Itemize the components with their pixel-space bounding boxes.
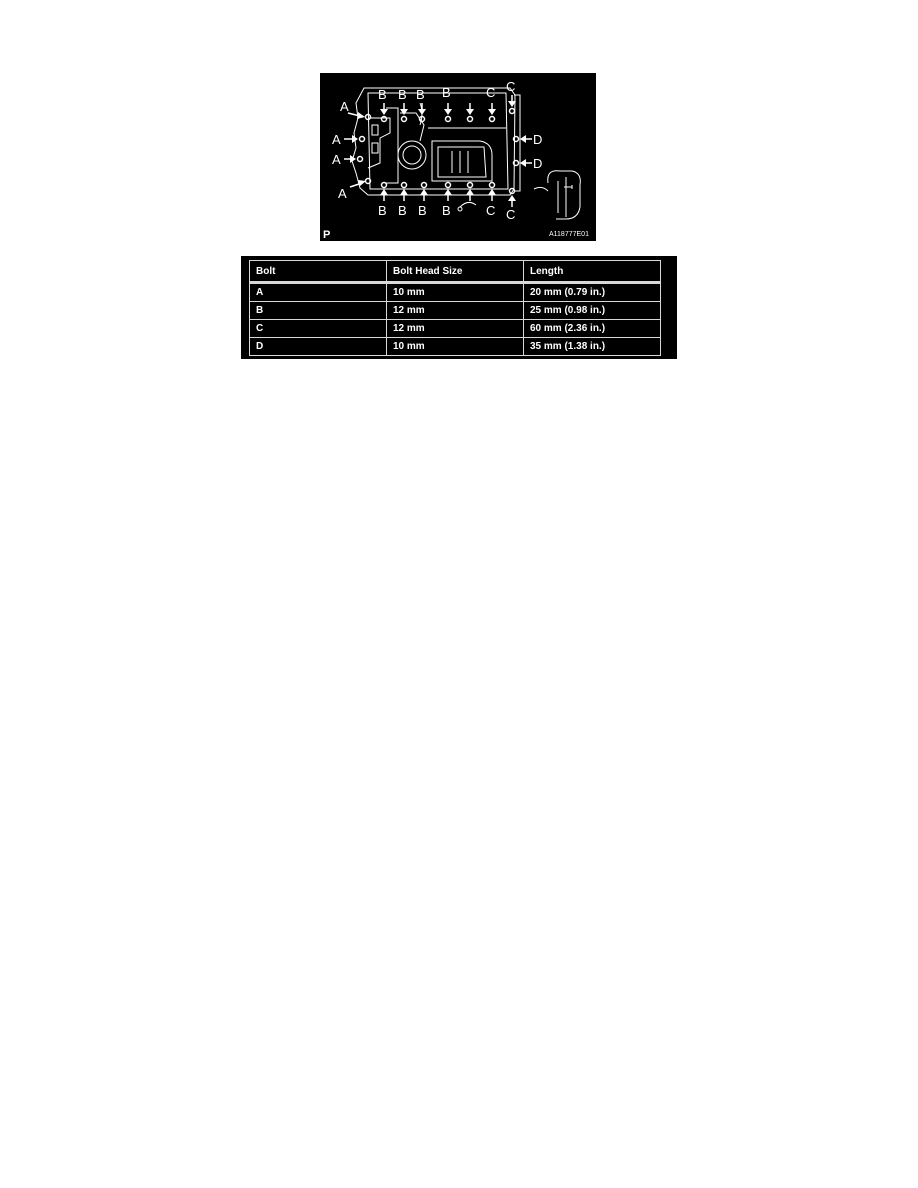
cell-bolt: A [249,281,387,302]
callout-label-a: A [332,152,341,167]
diagram-drawing: A A A A B B B B C C B B B B C C D D P A1… [323,79,589,241]
bolt-hole-b [400,115,408,123]
cell-length: 35 mm (1.38 in.) [523,337,661,356]
column-header-head-size: Bolt Head Size [386,260,524,283]
callout-label-b: B [398,87,407,102]
table-row: B 12 mm 25 mm (0.98 in.) [249,301,661,320]
drain-plug [457,206,463,212]
bolt-hole-b [444,181,452,189]
callout-label-c: C [486,203,495,218]
partition-wall [386,107,399,184]
callout-label-a: A [340,99,349,114]
oil-strainer-inner [437,146,487,178]
cell-head-size: 10 mm [386,281,524,302]
callout-label-c: C [486,85,495,100]
column-header-length: Length [523,260,661,283]
bolt-hole-b [380,115,388,123]
bolt-hole-c [508,187,516,195]
callout-label-a: A [332,132,341,147]
callout-label-b: B [418,203,427,218]
callout-label-c: C [506,207,515,222]
table-header-row: Bolt Bolt Head Size Length [249,260,661,283]
bolt-hole-c [488,115,496,123]
oil-pump-boss-inner [402,145,422,165]
bolt-hole-a [356,155,364,163]
pan-flange [514,94,521,192]
cell-bolt: D [249,337,387,356]
bolt-hole-b [444,115,452,123]
bolt-hole-a [364,177,372,185]
bolt-hole-d [512,159,520,167]
callout-label-b: B [398,203,407,218]
cell-length: 60 mm (2.36 in.) [523,319,661,338]
drain-lead [459,201,477,208]
cell-head-size: 12 mm [386,301,524,320]
bolt-hole-c [508,107,516,115]
bolt-hole-b [400,181,408,189]
bolt-hole-b [380,181,388,189]
strainer-ribs [451,151,469,173]
table-row: A 10 mm 20 mm (0.79 in.) [249,281,661,302]
callout-label-b: B [416,87,425,102]
callout-arrows [344,95,532,207]
callout-label-d: D [533,132,542,147]
bolt-hole-b [418,115,426,123]
callout-label-c: C [506,79,515,94]
bolt-hole-b [420,181,428,189]
cell-length: 25 mm (0.98 in.) [523,301,661,320]
cell-bolt: C [249,319,387,338]
figure-code: A118777E01 [549,231,589,238]
callout-label-d: D [533,156,542,171]
view-mark: P [323,229,330,241]
cell-bolt: B [249,301,387,320]
bolt-hole-c [488,181,496,189]
bolt-hole-b [466,181,474,189]
bolt-hole-b [466,115,474,123]
bolt-spec-table-panel: Bolt Bolt Head Size Length A 10 mm 20 mm… [241,256,677,359]
left-rib [367,117,391,169]
callout-label-b: B [442,85,451,100]
detail-inset-outline [547,170,581,220]
oil-pan-bolt-diagram: A A A A B B B B C C B B B B C C D D P A1… [320,73,596,241]
cell-length: 20 mm (0.79 in.) [523,281,661,302]
callout-label-a: A [338,186,347,201]
detail-inset-leader [533,186,549,192]
callout-label-b: B [442,203,451,218]
cell-head-size: 10 mm [386,337,524,356]
callout-label-b: B [378,203,387,218]
table-row: C 12 mm 60 mm (2.36 in.) [249,319,661,338]
bolt-hole-a [358,135,366,143]
bolt-hole-d [512,135,520,143]
oil-strainer-area [431,140,493,182]
table-row: D 10 mm 35 mm (1.38 in.) [249,337,661,356]
oil-pump-boss [397,140,427,170]
callout-label-b: B [378,87,387,102]
detail-dimension [564,185,573,189]
column-header-bolt: Bolt [249,260,387,283]
left-bosses [371,124,379,154]
bolt-spec-table: Bolt Bolt Head Size Length A 10 mm 20 mm… [249,260,661,356]
detail-inset-lines [557,177,567,217]
bolt-hole-a [364,113,372,121]
pan-inner-outline [367,92,509,190]
cell-head-size: 12 mm [386,319,524,338]
